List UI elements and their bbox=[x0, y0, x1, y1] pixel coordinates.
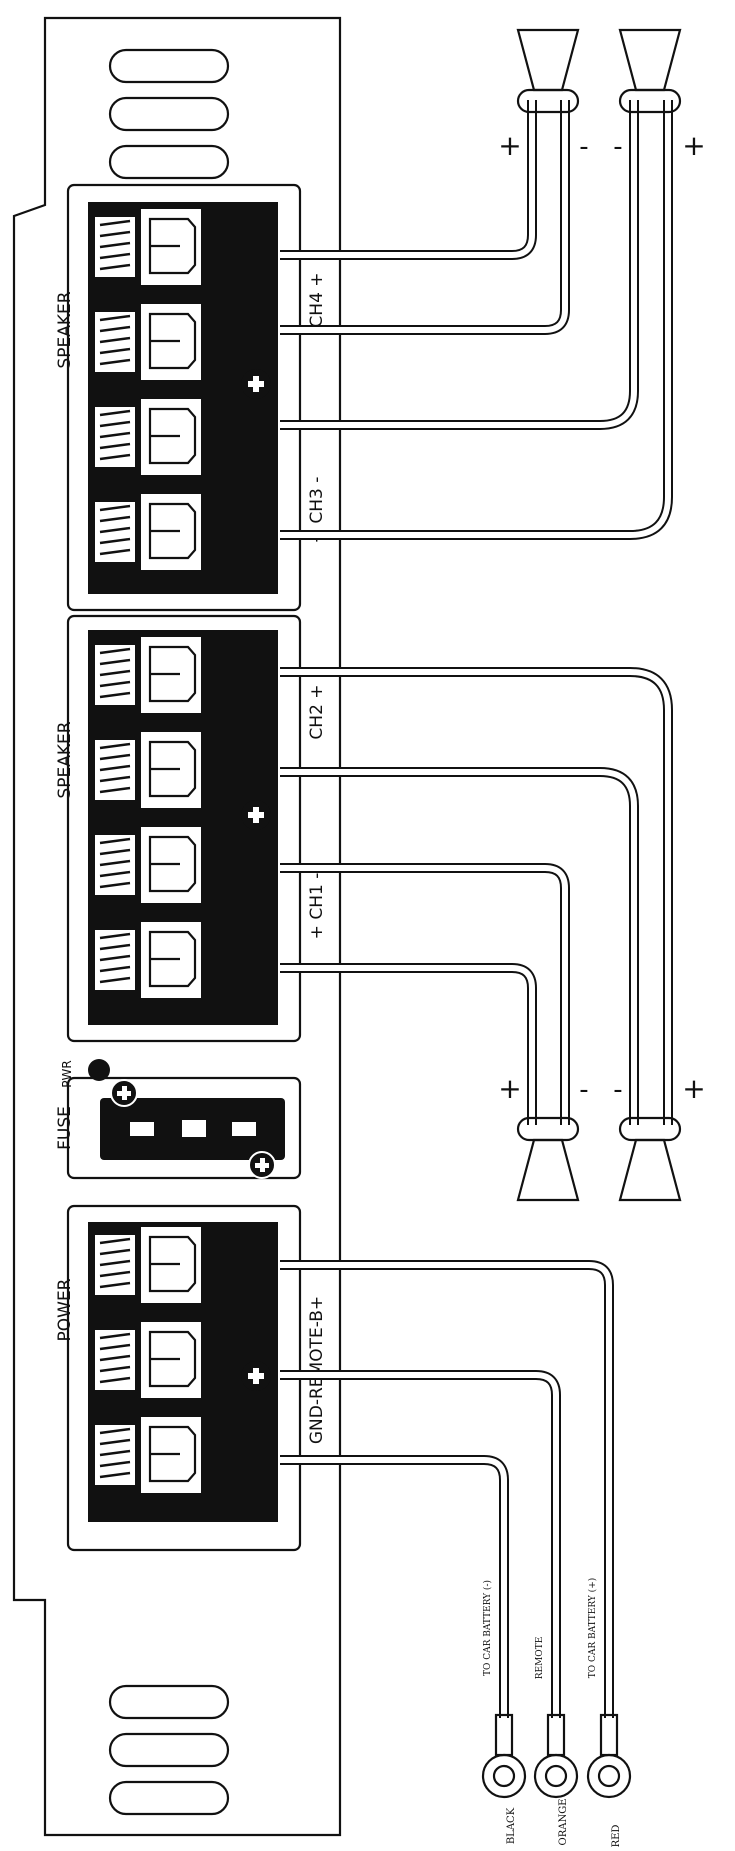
ring-terminal-icon bbox=[533, 1713, 579, 1799]
wire bbox=[280, 963, 537, 1125]
pwr-label: PWR bbox=[60, 1060, 74, 1087]
polarity-minus: - bbox=[579, 132, 588, 162]
plus-circle-icon bbox=[248, 1151, 276, 1179]
wire bbox=[280, 863, 570, 1125]
screw-terminal-icon bbox=[95, 209, 201, 285]
wire bbox=[280, 100, 639, 430]
speaker-cone-icon bbox=[618, 1116, 682, 1202]
polarity-plus: + bbox=[498, 129, 521, 162]
wiring bbox=[280, 100, 673, 1718]
screw-terminal-icon bbox=[95, 399, 201, 475]
screw-terminal-icon bbox=[95, 1417, 201, 1493]
vent-slots-bottom bbox=[108, 1684, 230, 1816]
wire bbox=[280, 100, 673, 540]
screw-terminal-icon bbox=[95, 304, 201, 380]
ring-terminal-icon bbox=[481, 1713, 527, 1799]
polarity-minus: - bbox=[613, 1075, 622, 1105]
screw-terminal-icon bbox=[95, 827, 201, 903]
polarity-minus: - bbox=[579, 1075, 588, 1105]
screw-terminal-icon bbox=[95, 494, 201, 570]
screw-terminal-icon bbox=[95, 1227, 201, 1303]
fuse-holder bbox=[66, 1059, 302, 1180]
lead-color-orange: ORANGE bbox=[558, 1799, 569, 1846]
lead-desc-black: TO CAR BATTERY (-) bbox=[482, 1580, 493, 1676]
wire bbox=[280, 1260, 614, 1718]
lead-desc-red: TO CAR BATTERY (+) bbox=[587, 1578, 598, 1679]
lead-desc-orange: REMOTE bbox=[535, 1637, 545, 1680]
ch2-label: CH2 + bbox=[307, 684, 327, 739]
power-block-label: POWER bbox=[55, 1278, 75, 1341]
screw-terminal-icon bbox=[95, 922, 201, 998]
speaker-terminal-block-ch1-ch2 bbox=[66, 614, 302, 1043]
polarity-plus: + bbox=[498, 1072, 521, 1105]
ring-terminal-icon bbox=[586, 1713, 632, 1799]
screw-terminal-icon bbox=[95, 637, 201, 713]
plus-circle-icon bbox=[110, 1079, 138, 1107]
plus-circle-icon bbox=[241, 369, 271, 399]
screw-terminal-icon bbox=[95, 1322, 201, 1398]
polarity-minus: - bbox=[613, 132, 622, 162]
wire bbox=[280, 100, 570, 335]
ch3-label: + CH3 - bbox=[307, 477, 327, 544]
plus-circle-icon bbox=[241, 1361, 271, 1391]
wire bbox=[280, 1370, 561, 1718]
lead-color-red: RED bbox=[611, 1825, 622, 1848]
speaker-cone-icon bbox=[618, 28, 682, 114]
speaker-cone-icon bbox=[516, 1116, 580, 1202]
wire bbox=[280, 767, 639, 1125]
polarity-plus: + bbox=[682, 129, 705, 162]
vent-slots-top bbox=[108, 48, 230, 180]
polarity-plus: + bbox=[682, 1072, 705, 1105]
speaker-block-top-label: SPEAKER bbox=[55, 291, 75, 368]
wire bbox=[280, 1455, 509, 1718]
speaker-terminal-block-ch3-ch4 bbox=[66, 183, 302, 612]
plus-circle-icon bbox=[241, 800, 271, 830]
wire bbox=[280, 667, 673, 1125]
fuse-label: FUSE bbox=[55, 1106, 75, 1150]
screw-terminal-icon bbox=[95, 732, 201, 808]
speaker-cone-icon bbox=[516, 28, 580, 114]
wire bbox=[280, 100, 537, 260]
amplifier-housing bbox=[12, 16, 342, 1837]
ch1-label: + CH1 - bbox=[307, 873, 327, 940]
power-terminal-block bbox=[66, 1204, 302, 1552]
lead-color-black: BLACK bbox=[506, 1807, 517, 1844]
speaker-block-mid-label: SPEAKER bbox=[55, 721, 75, 798]
ch4-label: CH4 + bbox=[307, 272, 327, 327]
